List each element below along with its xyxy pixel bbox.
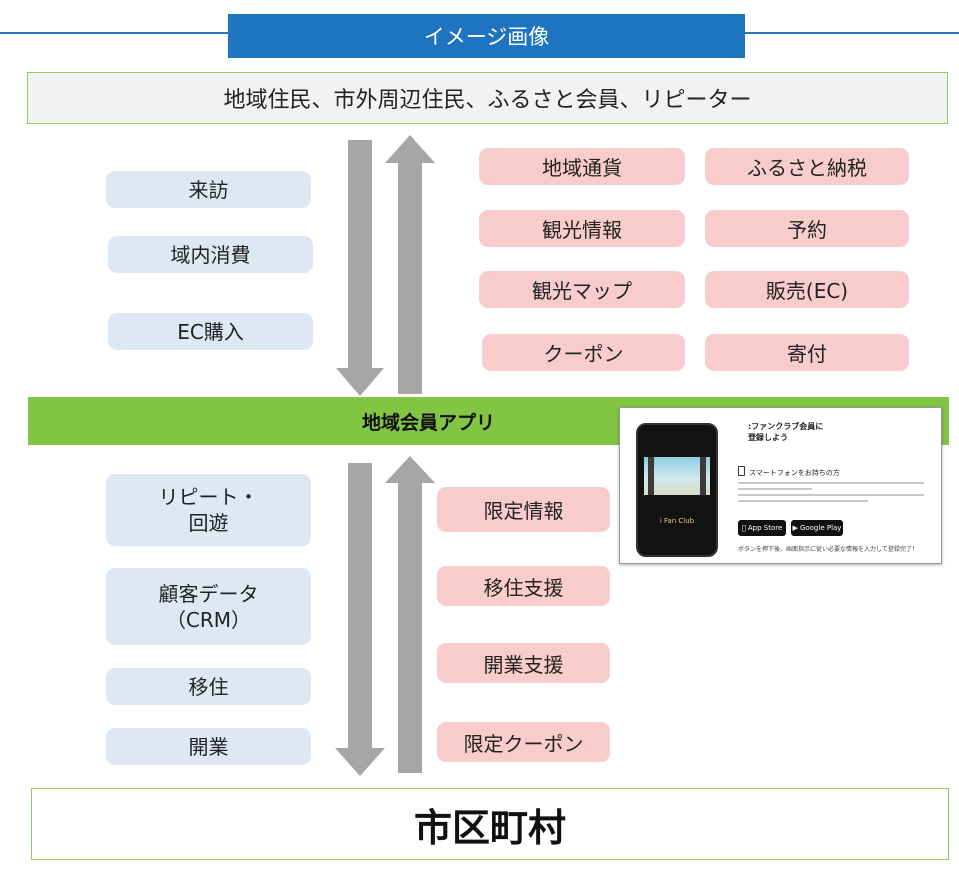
phone-screen-image [644, 457, 710, 495]
box-local-spending: 域内消費 [108, 236, 313, 273]
app-store-button[interactable]: App Store [738, 520, 786, 536]
residents-box: 地域住民、市外周辺住民、ふるさと会員、リピーター [27, 72, 948, 124]
box-furusato-tax: ふるさと納税 [705, 148, 909, 185]
app-screenshot: i Fan Club :ファンクラブ会員に 登録しよう スマートフォンをお持ちの… [619, 407, 942, 564]
card-subheading: スマートフォンをお持ちの方 [738, 466, 840, 478]
box-relocation: 移住 [106, 668, 311, 705]
box-sales-ec: 販売(EC) [705, 271, 909, 308]
card-fine-print [738, 482, 924, 506]
image-banner: イメージ画像 [228, 14, 745, 58]
google-play-label: Google Play [799, 524, 842, 532]
box-coupon: クーポン [482, 334, 685, 371]
up-arrow-lower [385, 456, 435, 773]
box-relocation-support: 移住支援 [437, 566, 610, 606]
regional-member-app-label: 地域会員アプリ [361, 411, 495, 434]
card-subheading-text: スマートフォンをお持ちの方 [749, 469, 840, 477]
box-tourism-info: 観光情報 [479, 210, 685, 247]
box-local-currency: 地域通貨 [479, 148, 685, 185]
card-title-line1: :ファンクラブ会員に [748, 422, 824, 431]
box-repeat-circulation: リピート・ 回遊 [106, 474, 311, 546]
phone-mockup: i Fan Club [636, 423, 718, 557]
app-store-label: App Store [745, 524, 782, 532]
box-ec-purchase: EC購入 [108, 313, 313, 350]
apple-icon:  [742, 524, 746, 532]
municipality-box: 市区町村 [31, 788, 949, 860]
box-exclusive-info: 限定情報 [437, 487, 610, 532]
box-tourism-map: 観光マップ [479, 271, 685, 308]
box-donation: 寄付 [705, 334, 909, 371]
box-business-start: 開業 [106, 728, 311, 765]
phone-app-label: i Fan Club [659, 517, 695, 525]
box-business-support: 開業支援 [437, 643, 610, 683]
down-arrow-lower [335, 463, 385, 776]
header-line-left [0, 32, 228, 34]
google-play-button[interactable]: ▶Google Play [791, 520, 843, 536]
up-arrow-upper [385, 135, 435, 394]
down-arrow-upper [336, 140, 384, 396]
card-title-line2: 登録しよう [748, 432, 788, 442]
box-reservation: 予約 [705, 210, 909, 247]
card-footer-note: ボタンを押下後、画面指示に従い必要な情報を入力して登録完了！ [738, 546, 918, 553]
play-icon: ▶ [792, 524, 798, 532]
box-visit: 来訪 [106, 171, 311, 208]
phone-icon [738, 466, 745, 476]
box-customer-data-crm: 顧客データ （CRM） [106, 568, 311, 645]
header-line-right [745, 32, 959, 34]
box-exclusive-coupon: 限定クーポン [437, 722, 610, 762]
card-title: :ファンクラブ会員に 登録しよう [748, 422, 823, 444]
